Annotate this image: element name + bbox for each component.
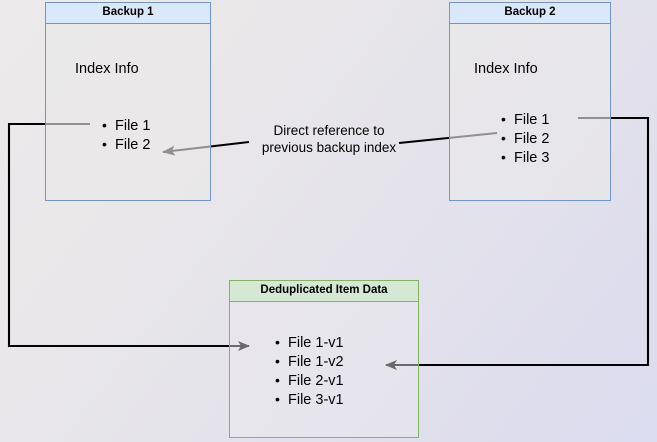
node-backup-1-body: Index Info File 1 File 2: [46, 24, 210, 200]
list-item: File 2-v1: [275, 371, 344, 391]
list-item: File 2: [501, 129, 550, 149]
node-dedup-body: File 1-v1 File 1-v2 File 2-v1 File 3-v1: [230, 302, 418, 437]
node-dedup-header: Deduplicated Item Data: [230, 281, 418, 302]
node-backup-1[interactable]: Backup 1 Index Info File 1 File 2: [45, 2, 211, 201]
node-backup-2-header: Backup 2: [450, 3, 610, 24]
direct-reference-caption-line-1: Direct reference to: [273, 123, 385, 138]
dedup-file-list: File 1-v1 File 1-v2 File 2-v1 File 3-v1: [272, 333, 344, 410]
node-backup-1-header: Backup 1: [46, 3, 210, 24]
list-item: File 1-v2: [275, 352, 344, 372]
list-item: File 3: [501, 148, 550, 168]
direct-reference-caption: Direct reference to previous backup inde…: [255, 122, 403, 156]
backup-2-file-list: File 1 File 2 File 3: [498, 110, 550, 168]
list-item: File 2: [102, 135, 151, 155]
backup-1-file-list: File 1 File 2: [99, 116, 151, 155]
node-backup-2[interactable]: Backup 2 Index Info File 1 File 2 File 3: [449, 2, 611, 201]
node-backup-2-body: Index Info File 1 File 2 File 3: [450, 24, 610, 200]
list-item: File 1: [501, 110, 550, 130]
direct-reference-caption-line-2: previous backup index: [261, 140, 397, 155]
node-deduplicated-item-data[interactable]: Deduplicated Item Data File 1-v1 File 1-…: [229, 280, 419, 438]
list-item: File 1: [102, 116, 151, 136]
list-item: File 1-v1: [275, 333, 344, 353]
list-item: File 3-v1: [275, 390, 344, 410]
backup-1-index-info-label: Index Info: [75, 61, 139, 77]
backup-2-index-info-label: Index Info: [474, 61, 538, 77]
